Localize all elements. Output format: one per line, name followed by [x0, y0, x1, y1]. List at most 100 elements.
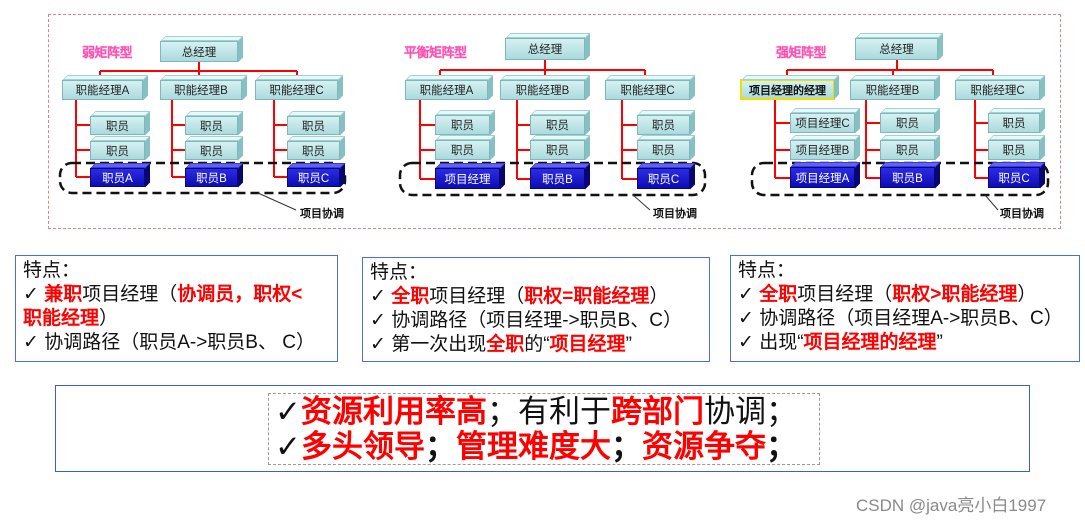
chart2-manager-a-box: 职能经理A: [405, 80, 488, 100]
chart3-col-b-staff-1: 职员: [880, 113, 935, 133]
emphasis-text: 协调员，职权<: [177, 284, 303, 305]
chart1-manager-a-box: 职能经理A: [62, 80, 143, 100]
chart2-col-b-staff-1: 职员: [530, 115, 585, 135]
chart3-coordination-label: 项目协调: [1000, 208, 1044, 220]
chart1-manager-c-box: 职能经理C: [255, 80, 338, 100]
feature-line: ✓ 全职项目经理（职权=职能经理）: [370, 285, 702, 309]
check-text: ✓: [370, 286, 392, 307]
emphasis-text: 兼职: [44, 284, 83, 305]
chart3-project-manager-b: 项目经理B: [790, 140, 855, 160]
chart3-project-manager-c: 项目经理C: [790, 113, 855, 133]
chart1-col-c-project-staff: 职员C: [287, 168, 340, 187]
summary-pros-line: ✓资源利用率高；有利于跨部门协调；: [275, 394, 819, 429]
chart2-col-c-staff-1: 职员: [637, 115, 690, 135]
feature-text: 项目经理（: [797, 284, 893, 305]
chart2-title: 平衡矩阵型: [404, 45, 467, 60]
emphasis-text: 职能经理: [23, 308, 100, 329]
feature-text: ✓ 协调路径（项目经理->职员B、C）: [370, 310, 683, 331]
chart1-col-c-staff-1: 职员: [287, 116, 340, 135]
chart3-col-b-staff-2: 职员: [880, 140, 935, 160]
chart2-col-c-staff-2: 职员: [637, 140, 690, 160]
feature-text: 的“: [524, 334, 550, 355]
emphasis-text: 全职: [391, 286, 430, 307]
chart3-col-c-project-staff: 职员C: [988, 167, 1040, 188]
chart2-col-b-staff-2: 职员: [530, 140, 585, 160]
diagram-frame: [48, 14, 1061, 229]
feature-line: 职能经理）: [23, 307, 330, 331]
feature-line: ✓ 第一次出现全职的“项目经理”: [370, 333, 702, 357]
chart1-manager-b-box: 职能经理B: [160, 80, 242, 100]
feature-line: ✓ 协调路径（职员A->职员B、 C）: [23, 331, 330, 355]
feature-heading: 特点：: [23, 260, 81, 281]
feature-panel-balanced: 特点： ✓ 全职项目经理（职权=职能经理） ✓ 协调路径（项目经理->职员B、C…: [362, 257, 710, 362]
feature-panel-weak: 特点： ✓ 兼职项目经理（协调员，职权< 职能经理） ✓ 协调路径（职员A->职…: [15, 255, 338, 362]
chart3-pm-of-pm-box: 项目经理的经理: [740, 79, 835, 100]
chart3-col-c-staff-2: 职员: [988, 140, 1040, 160]
summary-frame: [55, 385, 1030, 472]
chart1-col-a-project-staff: 职员A: [90, 168, 145, 187]
chart3-project-manager-a: 项目经理A: [790, 167, 855, 188]
feature-text: ）: [1017, 284, 1037, 305]
check-mark: ✓: [275, 429, 301, 464]
feature-line: ✓ 出现“项目经理的经理”: [738, 331, 1072, 355]
chart1-col-c-staff-2: 职员: [287, 141, 340, 160]
feature-text: ”: [936, 332, 943, 353]
chart2-coordination-label: 项目协调: [653, 208, 697, 220]
feature-text: ✓ 出现“: [738, 332, 804, 353]
feature-heading: 特点：: [738, 260, 796, 281]
chart2-col-c-project-staff: 职员C: [637, 168, 690, 189]
summary-text: 协调；: [703, 394, 797, 429]
chart3-title: 强矩阵型: [776, 45, 827, 60]
feature-line: ✓ 协调路径（项目经理->职员B、C）: [370, 309, 702, 333]
feature-text: ”: [625, 334, 632, 355]
watermark: CSDN @java亮小白1997: [856, 496, 1047, 515]
chart2-col-a-staff-2: 职员: [435, 140, 490, 160]
summary-text: ；有利于: [486, 394, 611, 429]
chart1-col-b-staff-1: 职员: [185, 116, 238, 135]
feature-text: 项目经理（: [82, 284, 178, 305]
emphasis-text: 项目经理的经理: [803, 332, 937, 353]
emphasis-text: 跨部门: [610, 394, 704, 429]
emphasis-text: 职权=职能经理: [524, 286, 650, 307]
emphasis-text: 全职: [759, 284, 798, 305]
chart2-manager-c-box: 职能经理C: [605, 80, 690, 100]
chart1-col-a-staff-2: 职员: [90, 141, 145, 160]
chart3-col-c-staff-1: 职员: [988, 113, 1040, 133]
feature-line: ✓ 协调路径（项目经理A->职员B、C）: [738, 307, 1072, 331]
feature-text: ）: [99, 308, 119, 329]
summary-separator: ；: [610, 429, 642, 464]
feature-text: 项目经理（: [429, 286, 525, 307]
chart3-general-manager-box: 总经理: [855, 38, 938, 60]
chart1-col-a-staff-1: 职员: [90, 116, 145, 135]
summary-separator: ；: [424, 429, 456, 464]
emphasis-text: 资源争夺: [641, 429, 766, 464]
check-text: ✓: [738, 284, 760, 305]
emphasis-text: 全职: [486, 334, 525, 355]
emphasis-text: 项目经理: [549, 334, 626, 355]
chart2-project-manager-box: 项目经理: [435, 168, 500, 189]
chart3-manager-c-box: 职能经理C: [955, 80, 1040, 100]
chart2-manager-b-box: 职能经理B: [500, 80, 585, 100]
chart1-col-b-staff-2: 职员: [185, 141, 238, 160]
emphasis-text: 管理难度大: [455, 429, 611, 464]
chart1-coordination-label: 项目协调: [300, 208, 344, 220]
feature-heading: 特点：: [370, 262, 428, 283]
feature-line: ✓ 全职项目经理（职权>职能经理）: [738, 283, 1072, 307]
chart2-col-b-project-staff: 职员B: [530, 168, 585, 189]
emphasis-text: 资源利用率高: [300, 394, 487, 429]
chart2-general-manager-box: 总经理: [505, 38, 585, 60]
check-mark: ✓: [275, 394, 301, 429]
feature-text: ）: [649, 286, 669, 307]
feature-line: ✓ 兼职项目经理（协调员，职权<: [23, 283, 330, 307]
chart3-col-b-project-staff: 职员B: [880, 167, 935, 188]
feature-panel-strong: 特点： ✓ 全职项目经理（职权>职能经理） ✓ 协调路径（项目经理A->职员B、…: [730, 255, 1080, 362]
emphasis-text: 职权>职能经理: [892, 284, 1018, 305]
summary-separator: ；: [765, 429, 797, 464]
emphasis-text: 多头领导: [300, 429, 425, 464]
summary-box: ✓资源利用率高；有利于跨部门协调； ✓多头领导；管理难度大；资源争夺；: [268, 393, 820, 465]
chart2-col-a-staff-1: 职员: [435, 115, 490, 135]
chart3-manager-b-box: 职能经理B: [850, 80, 935, 100]
feature-text: ✓ 协调路径（职员A->职员B、 C）: [23, 332, 315, 353]
summary-cons-line: ✓多头领导；管理难度大；资源争夺；: [275, 429, 819, 464]
chart1-col-b-project-staff: 职员B: [185, 168, 238, 187]
